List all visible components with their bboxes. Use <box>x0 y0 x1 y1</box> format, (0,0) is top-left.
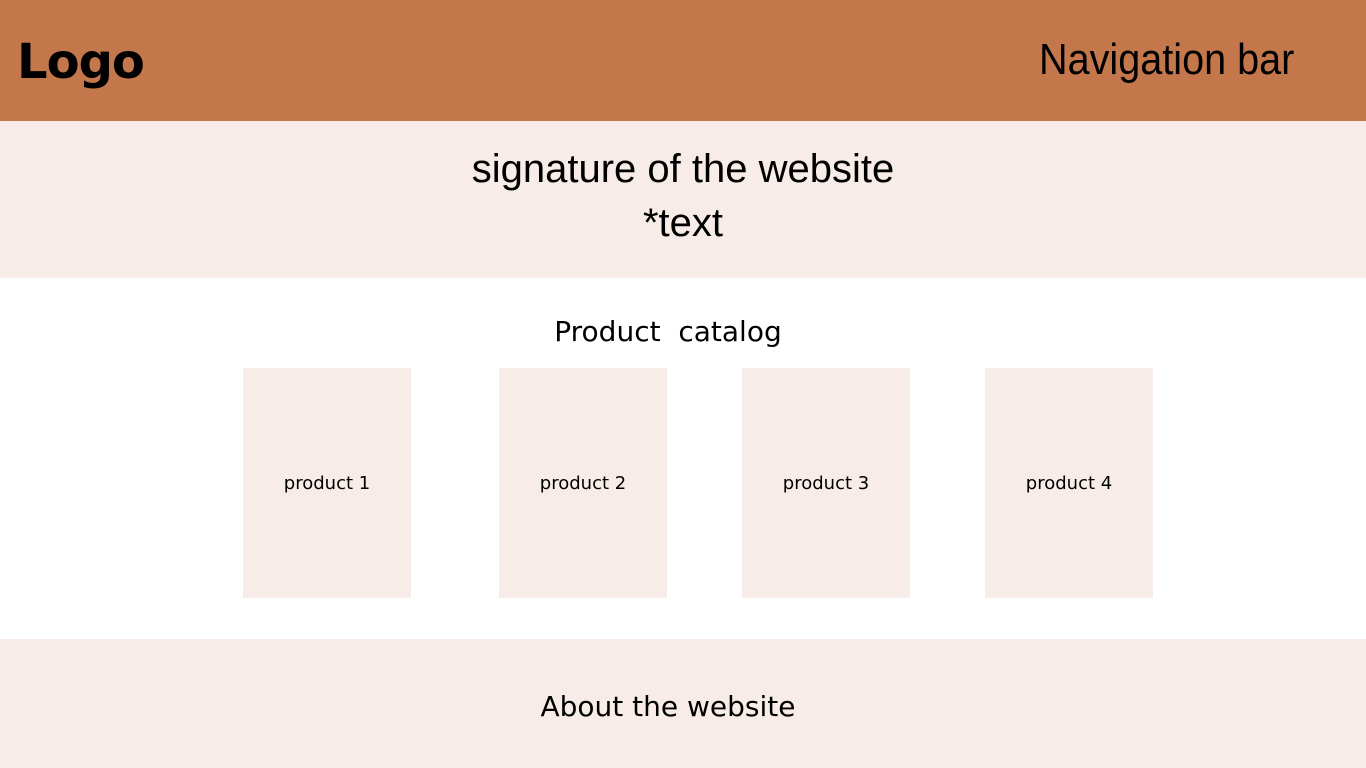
product-label: product 2 <box>539 472 627 494</box>
hero-section: signature of the website *text <box>0 121 1366 278</box>
product-catalog-section: Product catalog product 1 product 2 prod… <box>0 278 1366 639</box>
product-label: product 3 <box>782 472 870 494</box>
product-label: product 4 <box>1025 472 1113 494</box>
header: Logo Navigation bar <box>0 0 1366 121</box>
hero-subtext: *text <box>642 201 724 245</box>
navigation-bar[interactable]: Navigation bar <box>1039 35 1295 84</box>
product-card-2[interactable]: product 2 <box>499 368 667 598</box>
about-the-website[interactable]: About the website <box>540 690 796 723</box>
hero-signature: signature of the website <box>471 147 895 191</box>
product-card-3[interactable]: product 3 <box>742 368 910 598</box>
footer: About the website <box>0 639 1366 768</box>
catalog-title: Product catalog <box>554 315 782 348</box>
product-label: product 1 <box>283 472 371 494</box>
product-card-1[interactable]: product 1 <box>243 368 411 598</box>
product-card-4[interactable]: product 4 <box>985 368 1153 598</box>
logo[interactable]: Logo <box>17 34 145 90</box>
